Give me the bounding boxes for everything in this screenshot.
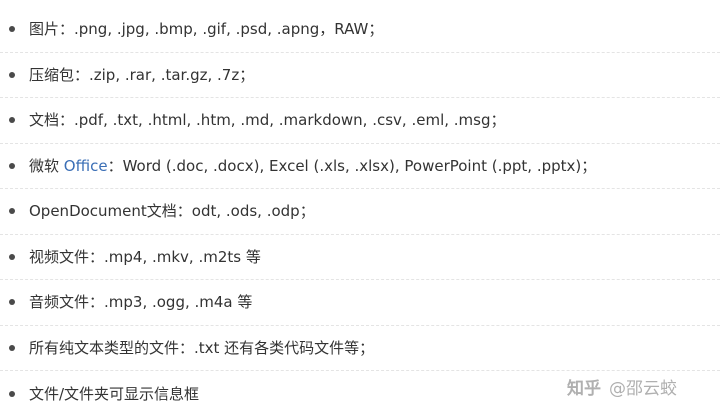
list-item-suffix: ：Word (.doc, .docx), Excel (.xls, .xlsx)… xyxy=(107,156,597,175)
list-item-text: 微软 Office：Word (.doc, .docx), Excel (.xl… xyxy=(29,156,596,176)
list-item-text: 视频文件：.mp4, .mkv, .m2ts 等 xyxy=(29,247,261,266)
list-item: OpenDocument文档：odt, .ods, .odp； xyxy=(0,189,720,235)
bullet-icon xyxy=(9,26,15,33)
list-item: 所有纯文本类型的文件：.txt 还有各类代码文件等； xyxy=(0,326,720,371)
list-item: 压缩包：.zip, .rar, .tar.gz, .7z； xyxy=(0,53,720,98)
list-item: 视频文件：.mp4, .mkv, .m2ts 等 xyxy=(0,235,720,280)
list-item-text: 所有纯文本类型的文件：.txt 还有各类代码文件等； xyxy=(29,338,375,357)
bullet-icon xyxy=(9,71,15,78)
bullet-icon xyxy=(9,208,15,215)
bullet-icon xyxy=(9,117,15,124)
list-item-text: 图片：.png, .jpg, .bmp, .gif, .psd, .apng，R… xyxy=(29,20,384,39)
list-item-text: 文件/文件夹可显示信息框 xyxy=(29,384,200,403)
list-item: 微软 Office：Word (.doc, .docx), Excel (.xl… xyxy=(0,144,720,189)
bullet-icon xyxy=(9,390,15,397)
bullet-icon xyxy=(9,162,15,169)
zhihu-logo: 知乎 xyxy=(567,379,601,399)
office-link[interactable]: Office xyxy=(63,156,108,175)
list-item-prefix: 微软 xyxy=(29,156,64,175)
file-type-list: 图片：.png, .jpg, .bmp, .gif, .psd, .apng，R… xyxy=(0,7,720,416)
bullet-icon xyxy=(9,299,15,306)
watermark-author: @邵云蛟 xyxy=(609,379,677,399)
bullet-icon xyxy=(9,253,15,260)
bullet-icon xyxy=(9,344,15,351)
list-item: 音频文件：.mp3, .ogg, .m4a 等 xyxy=(0,280,720,326)
list-item-text: 压缩包：.zip, .rar, .tar.gz, .7z； xyxy=(29,65,255,84)
list-item: 文件/文件夹可显示信息框 xyxy=(0,371,720,416)
list-item-text: 文档：.pdf, .txt, .html, .htm, .md, .markdo… xyxy=(29,111,506,130)
zhihu-watermark: 知乎 @邵云蛟 xyxy=(567,374,677,399)
list-item: 图片：.png, .jpg, .bmp, .gif, .psd, .apng，R… xyxy=(0,7,720,53)
list-item-text: OpenDocument文档：odt, .ods, .odp； xyxy=(29,202,315,221)
list-item: 文档：.pdf, .txt, .html, .htm, .md, .markdo… xyxy=(0,98,720,144)
list-item-text: 音频文件：.mp3, .ogg, .m4a 等 xyxy=(29,293,253,312)
